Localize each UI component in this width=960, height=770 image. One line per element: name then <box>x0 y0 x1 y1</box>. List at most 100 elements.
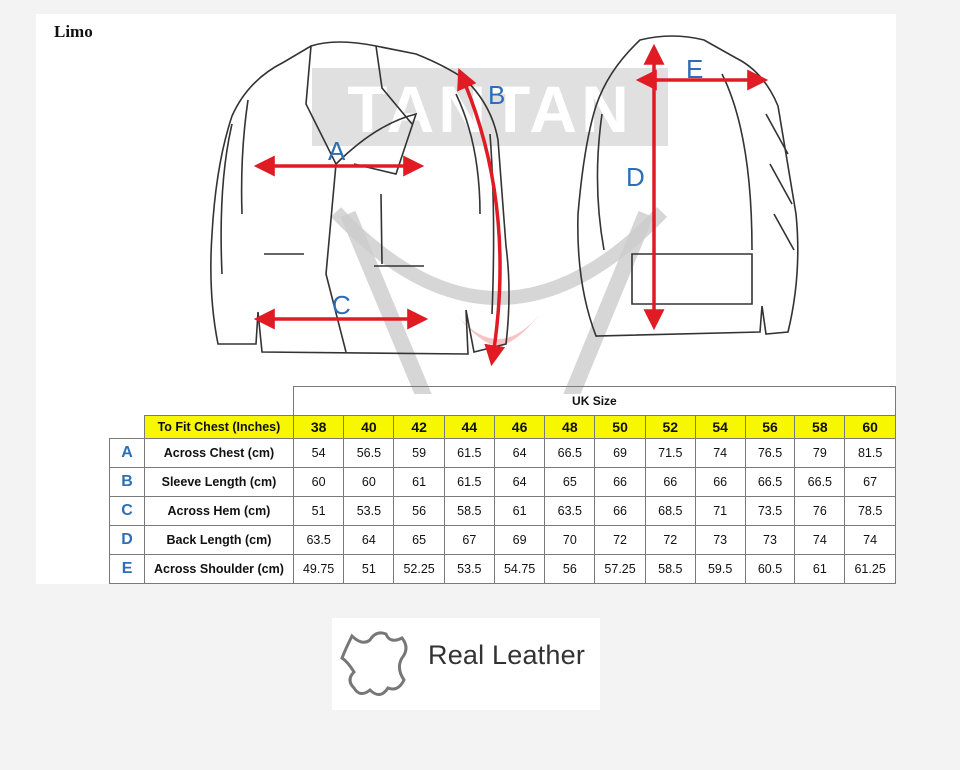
arrow-b <box>457 68 506 367</box>
table-cell: 64 <box>493 466 546 497</box>
size-chart-card: Limo TANTAN <box>36 14 897 584</box>
page-title: Limo <box>54 22 93 41</box>
watermark-logo: TANTAN <box>312 68 668 394</box>
table-cell: 53.5 <box>443 553 495 584</box>
row-letter: C <box>108 495 146 526</box>
table-cell: 57.25 <box>594 553 646 584</box>
jacket-illustration: TANTAN <box>210 35 799 394</box>
table-cell: 61.25 <box>844 553 896 584</box>
leather-hide-icon <box>340 631 408 696</box>
row-label: Sleeve Length (cm) <box>144 466 294 497</box>
table-cell: 58.5 <box>644 553 696 584</box>
table-cell: 61.5 <box>443 466 495 497</box>
table-cell: 66.5 <box>544 437 596 468</box>
label-b: B <box>488 80 505 110</box>
table-cell: 76.5 <box>744 437 796 468</box>
table-cell: 66.5 <box>794 466 846 497</box>
table-cell: 64 <box>343 524 395 555</box>
table-cell: 54.75 <box>493 553 546 584</box>
table-cell: 51 <box>343 553 395 584</box>
size-header-60: 60 <box>844 414 896 439</box>
table-cell: 52.25 <box>393 553 445 584</box>
table-cell: 69 <box>594 437 646 468</box>
measurement-labels: A B C D E <box>328 54 703 320</box>
table-cell: 63.5 <box>292 524 345 555</box>
row-letter: B <box>108 466 146 497</box>
table-cell: 60.5 <box>744 553 796 584</box>
table-cell: 49.75 <box>292 553 345 584</box>
table-cell: 61 <box>493 495 546 526</box>
row-label: Across Hem (cm) <box>144 495 294 526</box>
table-cell: 67 <box>443 524 495 555</box>
table-cell: 61.5 <box>443 437 495 468</box>
label-e: E <box>686 54 703 84</box>
row-letter: D <box>108 524 146 555</box>
table-cell: 64 <box>493 437 546 468</box>
real-leather-text: Real Leather <box>428 640 586 670</box>
size-header-44: 44 <box>443 414 495 439</box>
table-cell: 61 <box>794 553 846 584</box>
table-cell: 66 <box>594 495 646 526</box>
table-cell: 67 <box>844 466 896 497</box>
header-label: To Fit Chest (Inches) <box>144 414 294 439</box>
table-cell: 74 <box>694 437 746 468</box>
label-d: D <box>626 162 645 192</box>
row-label: Back Length (cm) <box>144 524 294 555</box>
row-label: Across Shoulder (cm) <box>144 553 294 584</box>
size-header-48: 48 <box>544 414 596 439</box>
table-cell: 66 <box>644 466 696 497</box>
table-cell: 61 <box>393 466 445 497</box>
table-cell: 71 <box>694 495 746 526</box>
table-cell: 73 <box>744 524 796 555</box>
table-cell: 56.5 <box>343 437 395 468</box>
table-cell: 60 <box>292 466 345 497</box>
label-a: A <box>328 136 346 166</box>
table-cell: 73.5 <box>744 495 796 526</box>
table-cell: 72 <box>644 524 696 555</box>
table-cell: 78.5 <box>844 495 896 526</box>
size-header-42: 42 <box>393 414 445 439</box>
table-cell: 66 <box>694 466 746 497</box>
size-header-46: 46 <box>493 414 546 439</box>
table-cell: 74 <box>844 524 896 555</box>
table-cell: 73 <box>694 524 746 555</box>
table-cell: 72 <box>594 524 646 555</box>
size-header-38: 38 <box>292 414 345 439</box>
measurement-arrows <box>253 43 769 367</box>
table-cell: 70 <box>544 524 596 555</box>
table-group-header-row: UK Size <box>110 386 897 416</box>
table-cell: 65 <box>544 466 596 497</box>
table-cell: 53.5 <box>343 495 395 526</box>
size-header-52: 52 <box>644 414 696 439</box>
row-label: Across Chest (cm) <box>144 437 294 468</box>
table-cell: 56 <box>393 495 445 526</box>
table-cell: 58.5 <box>443 495 495 526</box>
row-letter: E <box>108 553 146 584</box>
table-cell: 76 <box>794 495 846 526</box>
table-cell: 68.5 <box>644 495 696 526</box>
real-leather-badge: Real Leather <box>332 618 600 710</box>
size-header-56: 56 <box>744 414 796 439</box>
table-cell: 60 <box>343 466 395 497</box>
table-cell: 59.5 <box>694 553 746 584</box>
size-header-58: 58 <box>794 414 846 439</box>
table-cell: 54 <box>292 437 345 468</box>
size-header-40: 40 <box>343 414 395 439</box>
table-cell: 69 <box>493 524 546 555</box>
size-header-54: 54 <box>694 414 746 439</box>
jacket-back-sketch <box>577 35 799 337</box>
row-letter: A <box>108 437 146 468</box>
table-cell: 63.5 <box>544 495 596 526</box>
table-cell: 74 <box>794 524 846 555</box>
table-cell: 66 <box>594 466 646 497</box>
table-cell: 81.5 <box>844 437 896 468</box>
table-cell: 65 <box>393 524 445 555</box>
table-cell: 71.5 <box>644 437 696 468</box>
